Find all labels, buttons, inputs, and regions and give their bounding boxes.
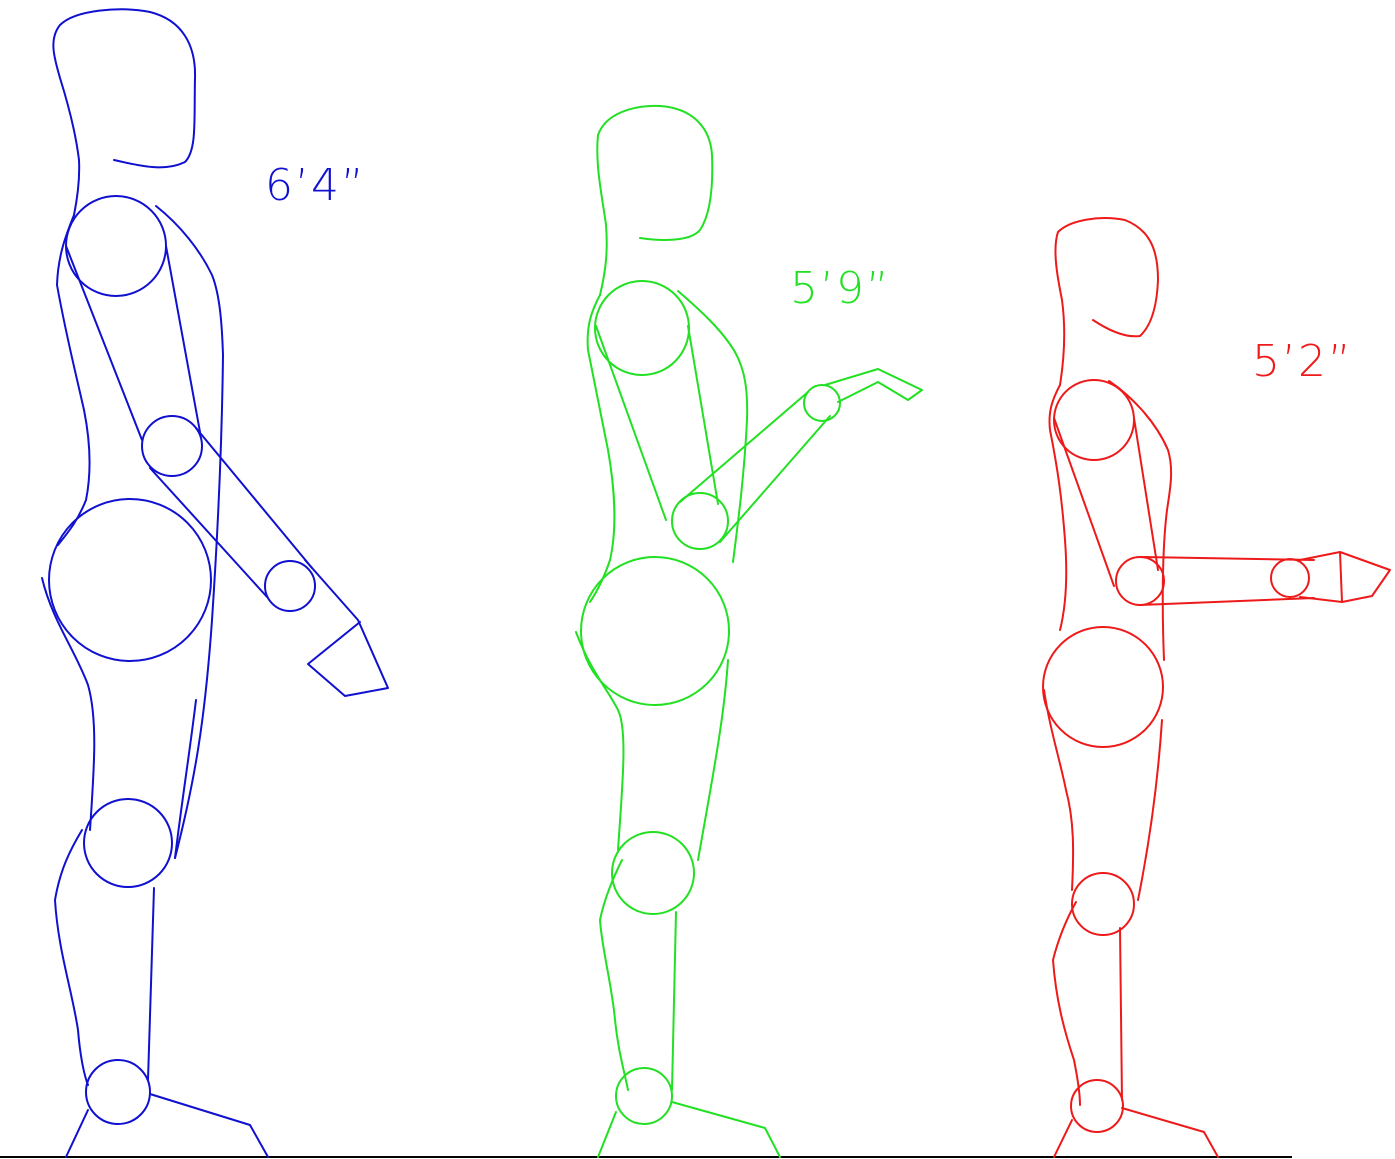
front-outline: [1109, 381, 1171, 660]
elbow-joint: [142, 416, 202, 476]
front-outline: [156, 206, 223, 858]
shin: [55, 830, 154, 1085]
hand: [305, 560, 388, 696]
wrist-joint: [265, 561, 315, 611]
thigh-back: [576, 632, 623, 850]
shin: [600, 860, 676, 1090]
thigh-front: [1138, 720, 1162, 900]
ankle-joint: [1071, 1080, 1123, 1132]
foot: [598, 1102, 780, 1157]
thigh-back: [1044, 690, 1073, 890]
figure-medium: 5’9”: [576, 106, 922, 1157]
back-outline: [1049, 385, 1066, 630]
height-label: 5’9”: [790, 263, 891, 314]
figure-short: 5’2”: [1043, 218, 1390, 1157]
head: [53, 9, 195, 215]
ankle-joint: [616, 1068, 672, 1124]
knee-joint: [1072, 873, 1134, 935]
hip-joint: [49, 499, 211, 661]
head: [1055, 218, 1158, 385]
elbow-joint: [1116, 557, 1164, 605]
knee-joint: [84, 799, 172, 887]
foot: [66, 1094, 268, 1157]
shoulder-joint: [1054, 380, 1134, 460]
foot: [1054, 1108, 1218, 1157]
height-label: 6’4”: [265, 160, 366, 211]
thigh-back: [42, 578, 94, 830]
wrist-joint: [804, 385, 840, 421]
shin: [1053, 902, 1122, 1105]
knee-joint: [612, 832, 694, 914]
head: [597, 106, 712, 295]
ankle-joint: [86, 1060, 150, 1124]
thigh-front: [698, 660, 728, 860]
figure-tall: 6’4”: [42, 9, 388, 1157]
hip-joint: [581, 557, 729, 705]
hip-joint: [1043, 627, 1163, 747]
wrist-joint: [1271, 559, 1309, 597]
shoulder-joint: [66, 196, 166, 296]
upper-arm: [1054, 418, 1158, 586]
height-label: 5’2”: [1252, 336, 1353, 387]
upper-arm: [66, 246, 200, 440]
